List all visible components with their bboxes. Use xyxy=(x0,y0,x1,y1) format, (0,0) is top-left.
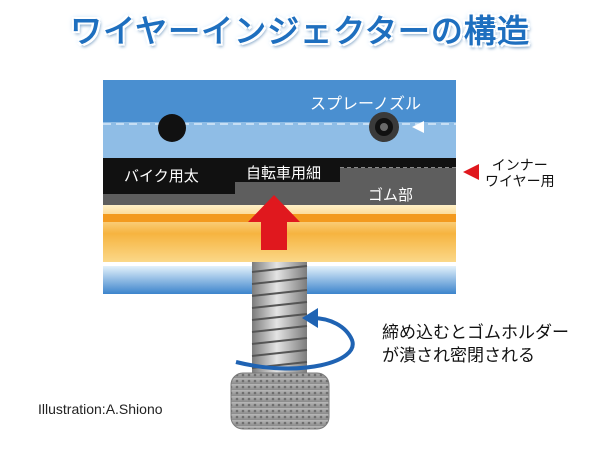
screw-knob xyxy=(230,372,330,430)
inner-wire-label: インナー ワイヤー用 xyxy=(485,158,555,190)
inner-wire-pointer xyxy=(463,164,479,180)
rubber-lower xyxy=(103,195,456,205)
rotation-arrow xyxy=(235,316,355,371)
tightening-screw xyxy=(251,262,308,374)
pressure-arrow xyxy=(248,195,300,250)
rotation-arrowhead xyxy=(302,308,318,328)
spray-pointer-triangle xyxy=(412,121,424,133)
inner-channel-light xyxy=(103,122,456,162)
tighten-note: 締め込むとゴムホルダー が潰され密閉される xyxy=(382,322,569,368)
spray-port-right-core xyxy=(380,123,388,131)
spray-nozzle-label: スプレーノズル xyxy=(310,94,422,113)
diagram-title: ワイヤーインジェクターの構造 xyxy=(70,12,530,50)
inner-wire-label-line2: ワイヤー用 xyxy=(485,174,555,190)
spray-port-left xyxy=(158,114,186,142)
rubber-part-label: ゴム部 xyxy=(368,186,414,204)
bike-thick-label: バイク用太 xyxy=(124,167,199,185)
tighten-note-line2: が潰され密閉される xyxy=(382,346,535,366)
bicycle-thin-label: 自転車用細 xyxy=(246,164,322,182)
wire-channel xyxy=(103,158,456,194)
illustration-credit: Illustration:A.Shiono xyxy=(38,401,163,417)
inner-wire-label-line1: インナー xyxy=(491,158,548,174)
tighten-note-line1: 締め込むとゴムホルダー xyxy=(382,323,569,343)
